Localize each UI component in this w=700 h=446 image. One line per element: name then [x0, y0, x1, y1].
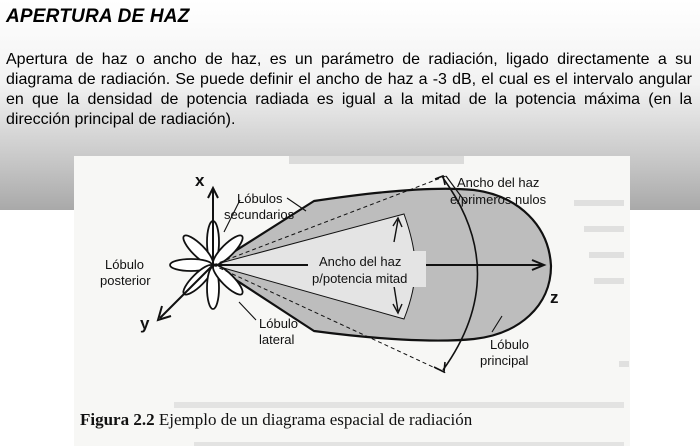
half-power-beamwidth-label-line2: p/potencia mitad	[312, 271, 407, 286]
radiation-pattern-figure: x y z Lóbulos secundarios Lóbulo posteri…	[74, 156, 630, 446]
slide-title: APERTURA DE HAZ	[6, 6, 190, 27]
main-lobe-label-line1: Lóbulo	[490, 337, 529, 352]
half-power-beamwidth-arrows	[392, 216, 403, 315]
figure-caption-text: Ejemplo de un diagrama espacial de radia…	[158, 410, 473, 429]
secondary-lobes-label-line2: secundarios	[224, 207, 295, 222]
first-null-beamwidth-label-line2: e/primeros nulos	[450, 192, 547, 207]
axis-z-label: z	[550, 288, 559, 307]
side-lobe-label-line2: lateral	[259, 332, 295, 347]
scan-bleed-through	[174, 156, 629, 446]
figure-caption-number: Figura 2.2	[80, 410, 155, 429]
first-null-beamwidth-label-line1: Ancho del haz	[457, 175, 539, 190]
axis-y-label: y	[140, 314, 150, 333]
first-null-beamwidth	[212, 174, 479, 374]
half-power-beamwidth-label-line1: Ancho del haz	[319, 254, 401, 269]
back-lobe-label-line1: Lóbulo	[105, 257, 144, 272]
slide-body-text: Apertura de haz o ancho de haz, es un pa…	[6, 51, 692, 128]
figure-caption: Figura 2.2 Ejemplo de un diagrama espaci…	[80, 410, 472, 430]
axis-x-label: x	[195, 171, 205, 190]
radiation-pattern-diagram: x y z Lóbulos secundarios Lóbulo posteri…	[100, 156, 629, 446]
side-lobe-label-line1: Lóbulo	[259, 316, 298, 331]
secondary-lobes-label-line1: Lóbulos	[237, 191, 283, 206]
leader-lines	[223, 197, 503, 333]
main-lobe-label-line2: principal	[480, 353, 529, 368]
back-lobe-label-line2: posterior	[100, 273, 151, 288]
